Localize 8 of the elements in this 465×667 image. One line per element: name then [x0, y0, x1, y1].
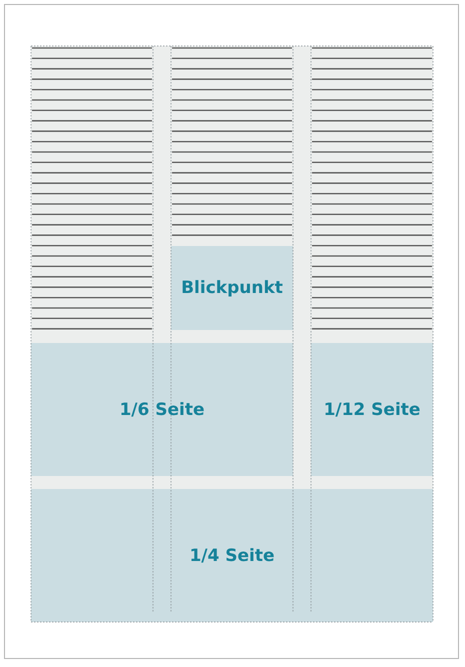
- ad-size-label: 1/12 Seite: [322, 400, 422, 420]
- ad-size-label: 1/6 Seite: [118, 400, 206, 420]
- ad-space-box: [31, 489, 433, 622]
- ad-size-label: 1/4 Seite: [188, 546, 276, 566]
- ad-size-label: Blickpunkt: [180, 278, 284, 298]
- ad-space-box: [171, 246, 293, 330]
- ad-space-box: [311, 343, 433, 476]
- ad-space-box: [31, 343, 293, 476]
